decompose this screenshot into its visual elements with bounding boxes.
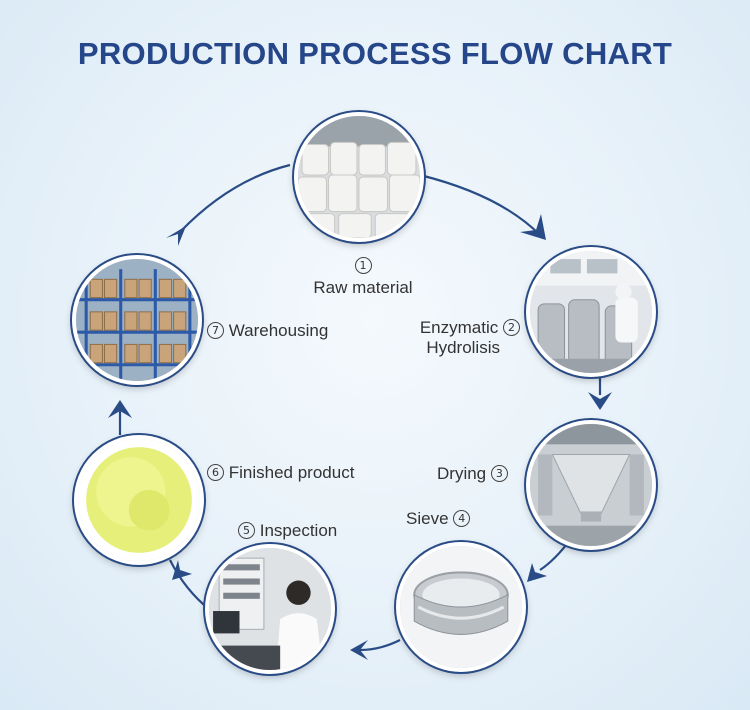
step-6-label: 6 Finished product — [207, 463, 354, 483]
step-7-text: Warehousing — [228, 321, 329, 340]
step-5-label: 5 Inspection — [238, 521, 337, 541]
drying-photo — [526, 420, 656, 550]
finished-product-photo — [74, 435, 204, 565]
step-4-number: 4 — [453, 510, 471, 527]
arc-7-1 — [179, 163, 291, 233]
step-5-text: Inspection — [259, 521, 338, 540]
arrow-head-3-4 — [527, 563, 547, 582]
step-2-number: 2 — [503, 319, 520, 336]
step-4-label: Sieve 4 — [406, 509, 471, 529]
step-4-text: Sieve — [406, 509, 449, 528]
arrow-head-7-1 — [166, 226, 186, 246]
step-7-number: 7 — [207, 322, 224, 339]
arrow-head-1-2 — [520, 214, 546, 240]
step-6-number: 6 — [207, 464, 224, 481]
step-3-number: 3 — [490, 465, 508, 482]
step-1-label: 1 Raw material — [298, 255, 428, 299]
raw-material-photo — [294, 112, 424, 242]
step-3-text: Drying — [437, 464, 487, 483]
step-6-text: Finished product — [228, 463, 355, 482]
step-3-label: Drying 3 — [437, 464, 508, 484]
step-2-text-line1: Enzymatic — [419, 318, 499, 337]
arrow-head-4-5 — [350, 640, 368, 660]
warehousing-photo — [72, 255, 202, 385]
arc-1-2 — [419, 173, 541, 236]
page-title: PRODUCTION PROCESS FLOW CHART — [77, 36, 673, 71]
arc-4-5 — [359, 639, 401, 652]
step-1-text: Raw material — [313, 278, 413, 297]
step-5-number: 5 — [238, 522, 255, 539]
arrow-head-2-3 — [588, 392, 612, 410]
arrow-head-5-6 — [172, 560, 192, 580]
enzymatic-hydrolisis-photo — [526, 247, 656, 377]
sieve-photo — [396, 542, 526, 672]
step-7-label: 7 Warehousing — [207, 321, 328, 341]
step-2-text-line2: Hydrolisis — [426, 338, 500, 357]
step-2-label: Enzymatic 2 Hydrolisis — [392, 318, 520, 358]
arrow-head-6-7 — [108, 400, 132, 418]
inspection-photo — [205, 544, 335, 674]
step-1-number: 1 — [354, 257, 372, 274]
